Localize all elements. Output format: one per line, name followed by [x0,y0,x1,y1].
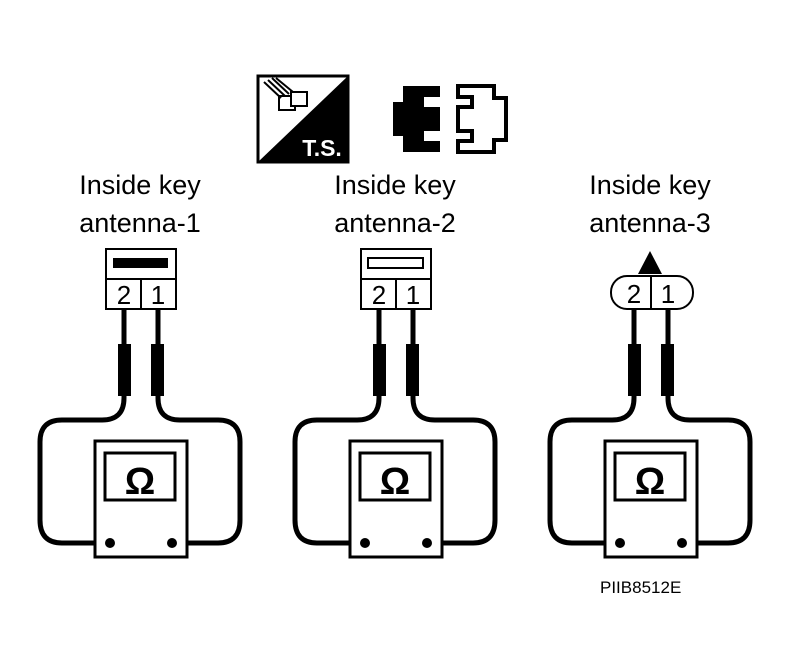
antenna-1-connector: 2 1 [105,248,177,310]
antenna-1-title: Inside key antenna-1 [30,166,250,242]
antenna-2-connector: 2 1 [360,248,432,310]
antenna-1-title-line2: antenna-1 [79,208,201,238]
connector-disconnect-icon [393,84,508,154]
antenna-3-title-line1: Inside key [589,170,711,200]
ohm-symbol: Ω [635,461,665,503]
terminal-side-icon: T.S. [256,74,350,164]
ts-label: T.S. [302,135,342,161]
antenna-1-title-line1: Inside key [79,170,201,200]
antenna-2-title-line2: antenna-2 [334,208,456,238]
antenna-2-title-line1: Inside key [334,170,456,200]
antenna-2-pin-1: 1 [406,280,420,310]
antenna-2-title: Inside key antenna-2 [285,166,505,242]
antenna-3-title: Inside key antenna-3 [540,166,760,242]
antenna-3-meter: Ω [547,309,753,559]
antenna-2-pin-2: 2 [372,280,386,310]
antenna-1-meter: Ω [37,309,243,559]
reference-code: PIIB8512E [600,578,682,597]
antenna-3-pin-1: 1 [661,279,675,309]
antenna-1-pin-1: 1 [151,280,165,310]
antenna-3-title-line2: antenna-3 [589,208,711,238]
ohm-symbol: Ω [125,461,155,503]
ohm-symbol: Ω [380,461,410,503]
antenna-3-pin-2: 2 [627,279,641,309]
antenna-2-meter: Ω [292,309,498,559]
antenna-3-connector: 2 1 [610,251,694,310]
antenna-1-pin-2: 2 [117,280,131,310]
